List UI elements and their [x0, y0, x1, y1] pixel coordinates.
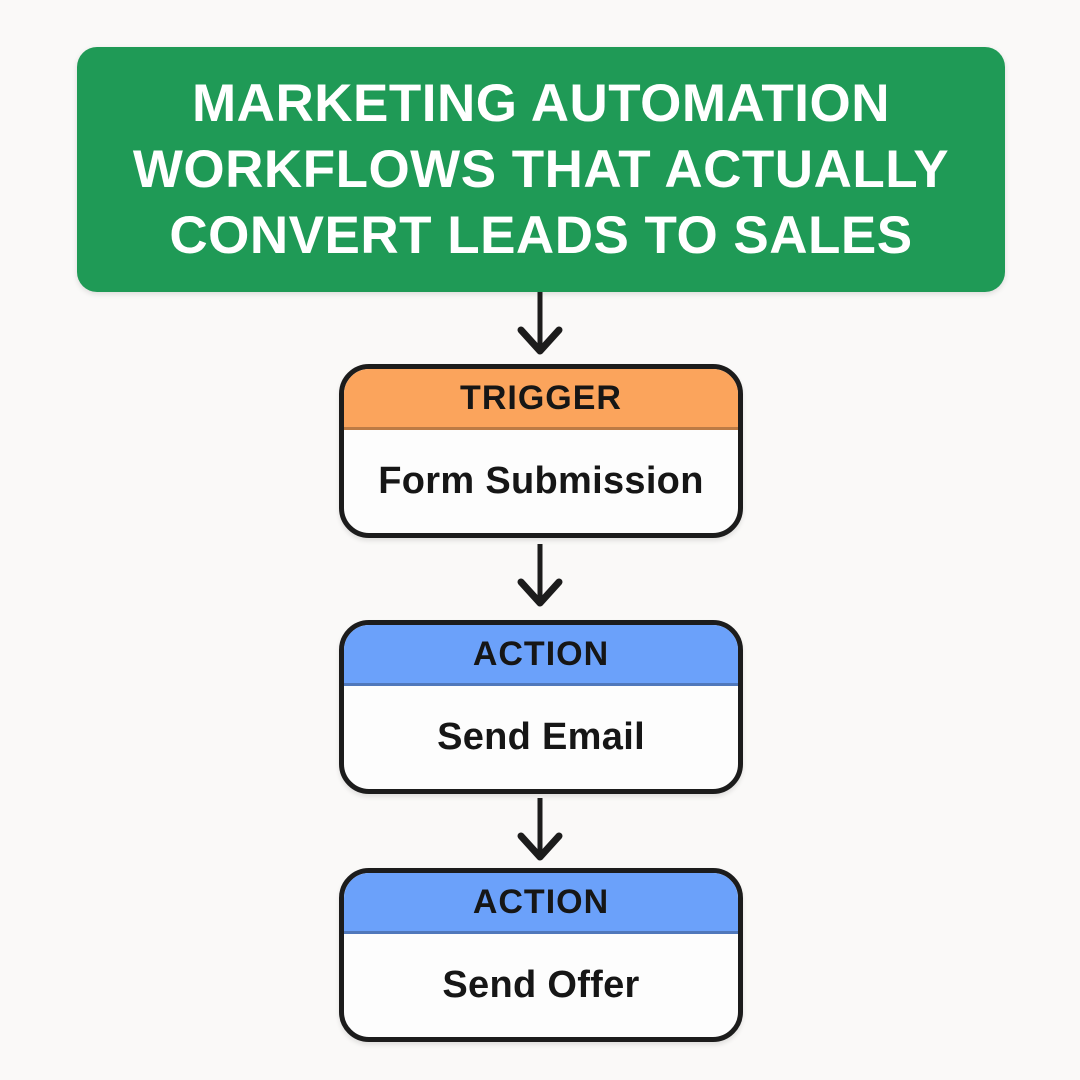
node-type-label: ACTION	[472, 634, 610, 673]
title-line: WORKFLOWS THAT ACTUALLY	[132, 139, 950, 199]
node-body: Form Submission	[344, 430, 738, 533]
title-line: CONVERT LEADS TO SALES	[169, 205, 913, 265]
node-type-header: ACTION	[344, 625, 738, 686]
title-line: MARKETING AUTOMATION	[192, 73, 890, 133]
flow-node-action-2: ACTION Send Offer	[339, 868, 743, 1042]
title-banner: MARKETING AUTOMATION WORKFLOWS THAT ACTU…	[77, 47, 1005, 292]
arrow-down-icon	[508, 798, 572, 864]
node-title: Send Offer	[442, 964, 640, 1006]
node-body: Send Email	[344, 686, 738, 789]
node-type-header: ACTION	[344, 873, 738, 934]
node-type-label: TRIGGER	[460, 378, 622, 417]
node-body: Send Offer	[344, 934, 738, 1037]
node-type-header: TRIGGER	[344, 369, 738, 430]
node-type-label: ACTION	[472, 882, 610, 921]
arrow-down-icon	[508, 544, 572, 610]
arrow-down-icon	[508, 292, 572, 358]
flow-node-action-1: ACTION Send Email	[339, 620, 743, 794]
flow-node-trigger: TRIGGER Form Submission	[339, 364, 743, 538]
node-title: Send Email	[437, 716, 645, 758]
node-title: Form Submission	[378, 460, 704, 502]
